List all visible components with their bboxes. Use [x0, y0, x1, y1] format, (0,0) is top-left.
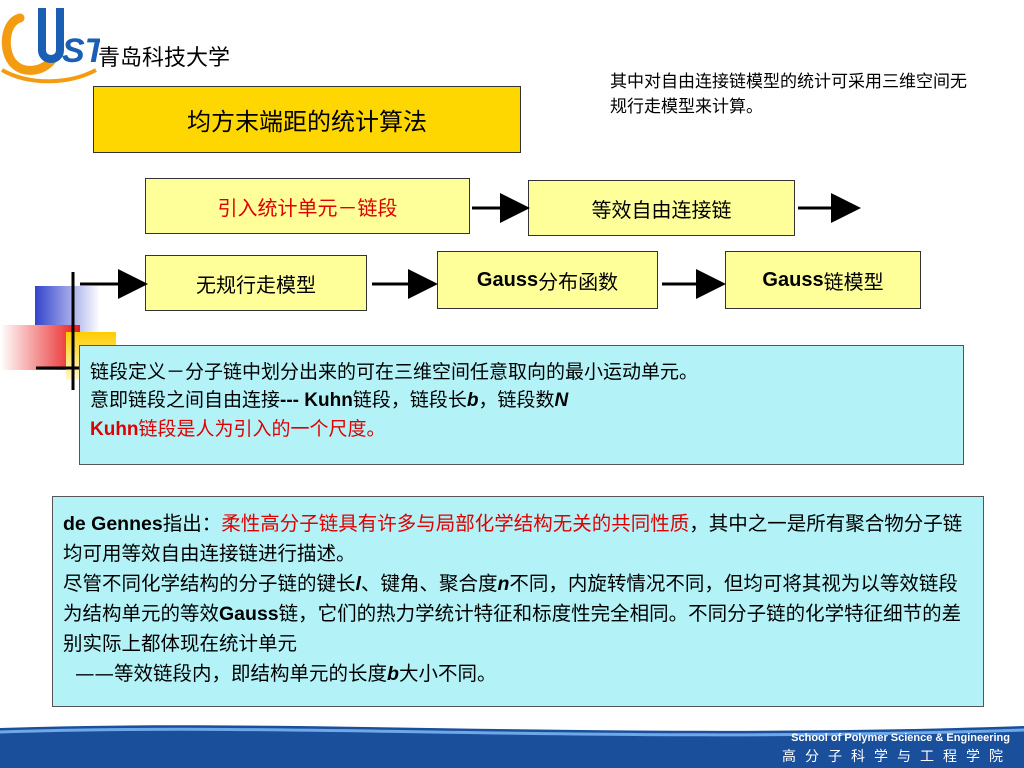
flow-box-random-walk: 无规行走模型 [145, 255, 367, 311]
chain-model-label: 链模型 [823, 269, 884, 294]
de-gennes-paragraph-2: 尽管不同化学结构的分子链的键长l、键角、聚合度n不同，内旋转情况不同，但均可将其… [63, 569, 973, 659]
symbol-n: N [554, 390, 569, 411]
svg-text:ST: ST [62, 32, 100, 70]
de-gennes-paragraph-3: ——等效链段内，即结构单元的长度b大小不同。 [63, 659, 973, 689]
text-span: ，链段数 [478, 389, 555, 411]
flow-box-chain-segment: 引入统计单元－链段 [145, 178, 470, 234]
text-span: 大小不同。 [398, 662, 497, 685]
text-span: 不同，内旋转情况不同，但均可将其视为以等效链段为结构单元的等效 [63, 572, 958, 625]
footer-school-cn: 高分子科学与工程学院 [782, 749, 1012, 765]
slide-title: 均方末端距的统计算法 [93, 86, 521, 153]
text-span: 、键角、聚合度 [360, 572, 498, 595]
gauss-label: Gauss [762, 268, 824, 291]
kuhn-text: --- Kuhn [280, 390, 353, 411]
footer-school-en: School of Polymer Science & Engineering [791, 732, 1010, 744]
text-span: 尽管不同化学结构的分子链的键长 [63, 572, 356, 595]
gauss-text: Gauss [219, 603, 279, 625]
de-gennes-paragraph-1: de Gennes指出：柔性高分子链具有许多与局部化学结构无关的共同性质，其中之… [63, 509, 973, 569]
qust-logo: ST [1, 8, 100, 84]
de-gennes-box: de Gennes指出：柔性高分子链具有许多与局部化学结构无关的共同性质，其中之… [52, 496, 984, 707]
symbol-n: n [497, 573, 510, 595]
text-span: ——等效链段内，即结构单元的长度 [75, 662, 388, 685]
de-gennes-name: de Gennes [63, 513, 163, 535]
definition-line-1: 链段定义－分子链中划分出来的可在三维空间任意取向的最小运动单元。 [90, 361, 699, 383]
text-span: 意即链段之间自由连接 [90, 389, 281, 411]
footer-banner [0, 725, 1024, 768]
deco-blue-square [35, 286, 100, 332]
text-span: 链段是人为引入的一个尺度。 [138, 418, 386, 440]
text-span: 链段，链段长 [352, 389, 467, 411]
symbol-b: b [387, 663, 399, 685]
flow-box-equivalent-chain: 等效自由连接链 [528, 180, 795, 236]
definition-line-3: Kuhn链段是人为引入的一个尺度。 [90, 415, 953, 444]
text-span: 链，它们的热力学统计特征和标度性完全相同。不同分子链的化学特征细节的差别实际上都… [63, 602, 962, 655]
university-name: 青岛科技大学 [98, 46, 231, 71]
text-span: ，其中之一是所有聚合物分子链均可用等效自由连接链进行描述。 [63, 512, 963, 565]
distribution-label: 分布函数 [538, 269, 619, 294]
definition-line-2: 意即链段之间自由连接--- Kuhn链段，链段长b，链段数N [90, 386, 953, 415]
top-note: 其中对自由连接链模型的统计可采用三维空间无规行走模型来计算。 [610, 72, 967, 117]
gauss-label: Gauss [476, 268, 539, 291]
text-span: 指出： [162, 512, 222, 535]
kuhn-text: Kuhn [90, 419, 139, 440]
definition-box: 链段定义－分子链中划分出来的可在三维空间任意取向的最小运动单元。 意即链段之间自… [79, 345, 964, 465]
symbol-l: l [355, 573, 361, 595]
highlight-text: 柔性高分子链具有许多与局部化学结构无关的共同性质 [221, 512, 690, 535]
symbol-b: b [466, 390, 479, 411]
